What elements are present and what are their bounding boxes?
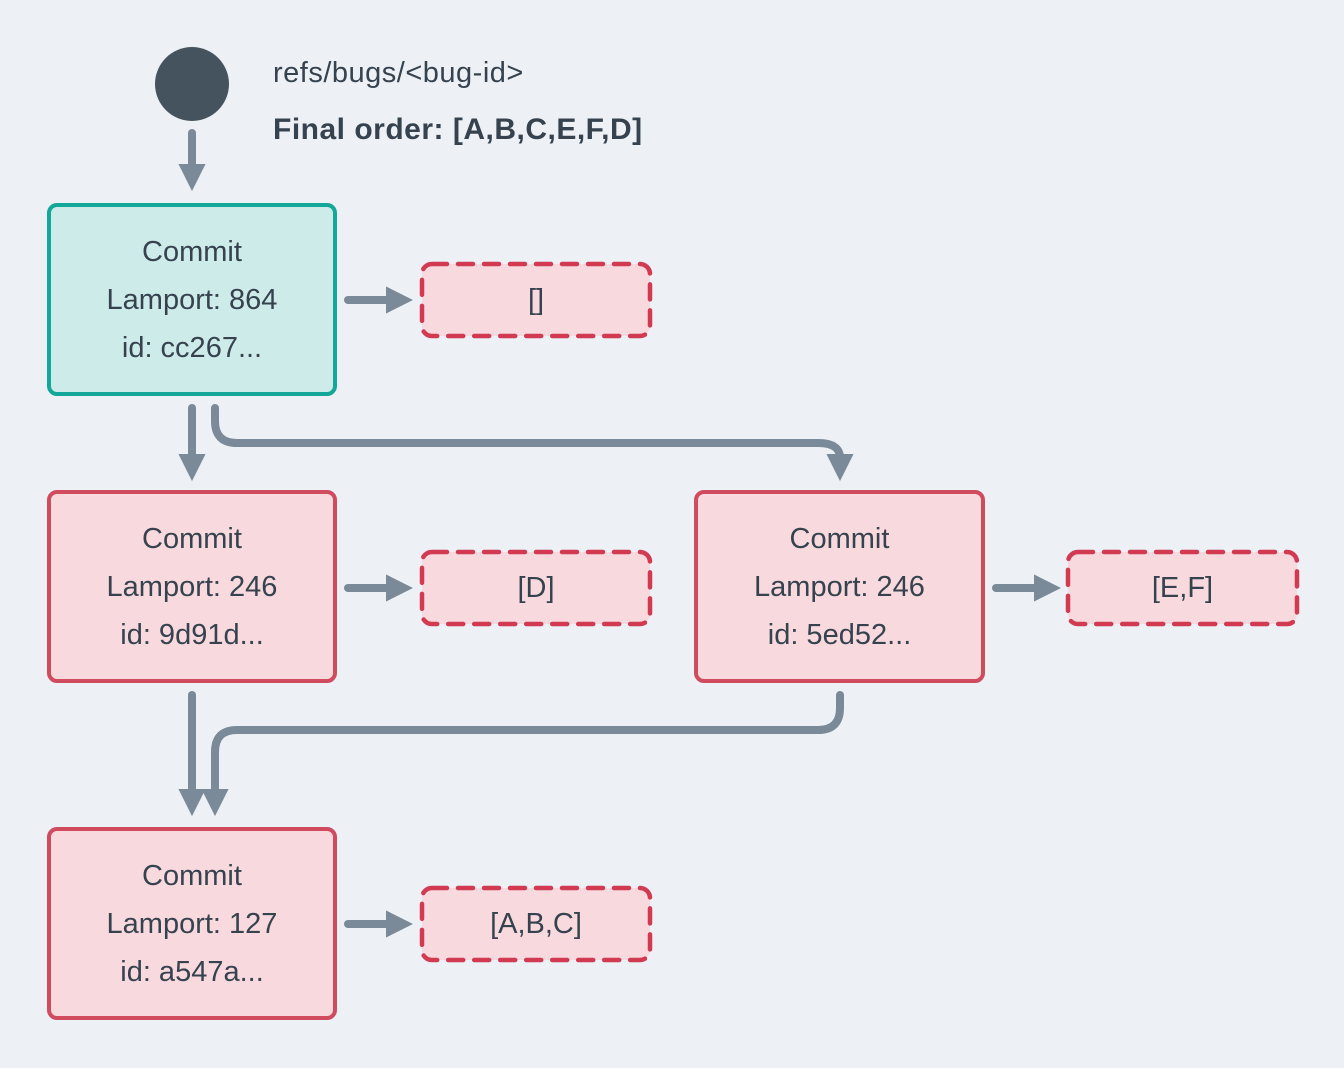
- payload-list-864: []: [527, 283, 545, 316]
- payload-box-border-a547a: [419, 885, 653, 963]
- commit-lamport: Lamport: 246: [106, 570, 278, 603]
- payload-box-border-5ed52: [1065, 549, 1300, 627]
- arrow-commit-864-to-5ed52: [211, 404, 854, 482]
- payload-list-a547a: [A,B,C]: [490, 907, 582, 940]
- commit-id: id: 9d91d...: [120, 618, 264, 651]
- commit-id: id: a547a...: [120, 955, 264, 988]
- commit-node-864: Commit Lamport: 864 id: cc267...: [47, 203, 337, 396]
- final-order-label: Final order: [A,B,C,E,F,D]: [273, 113, 643, 146]
- commit-lamport: Lamport: 864: [106, 283, 278, 316]
- payload-box-border-864: [419, 261, 653, 339]
- payload-list-9d91d: [D]: [517, 571, 555, 604]
- commit-id: id: cc267...: [121, 331, 263, 364]
- branch-ref-label: refs/bugs/<bug-id>: [273, 57, 524, 89]
- commit-title: Commit: [142, 522, 242, 555]
- commit-node-5ed52: Commit Lamport: 246 id: 5ed52...: [694, 490, 985, 683]
- commit-lamport: Lamport: 127: [106, 907, 278, 940]
- payload-box-border-9d91d: [419, 549, 653, 627]
- commit-lamport: Lamport: 246: [754, 570, 925, 603]
- payload-list-5ed52: [E,F]: [1151, 571, 1214, 604]
- commit-node-a547a: Commit Lamport: 127 id: a547a...: [47, 827, 337, 1020]
- arrow-commit-5ed52-to-a547a: [201, 691, 844, 817]
- branch-ref-circle-icon: [155, 47, 229, 121]
- commit-title: Commit: [142, 235, 242, 268]
- commit-node-9d91d: Commit Lamport: 246 id: 9d91d...: [47, 490, 337, 683]
- commit-title: Commit: [789, 522, 890, 555]
- commit-id: id: 5ed52...: [767, 618, 912, 651]
- commit-title: Commit: [142, 859, 242, 892]
